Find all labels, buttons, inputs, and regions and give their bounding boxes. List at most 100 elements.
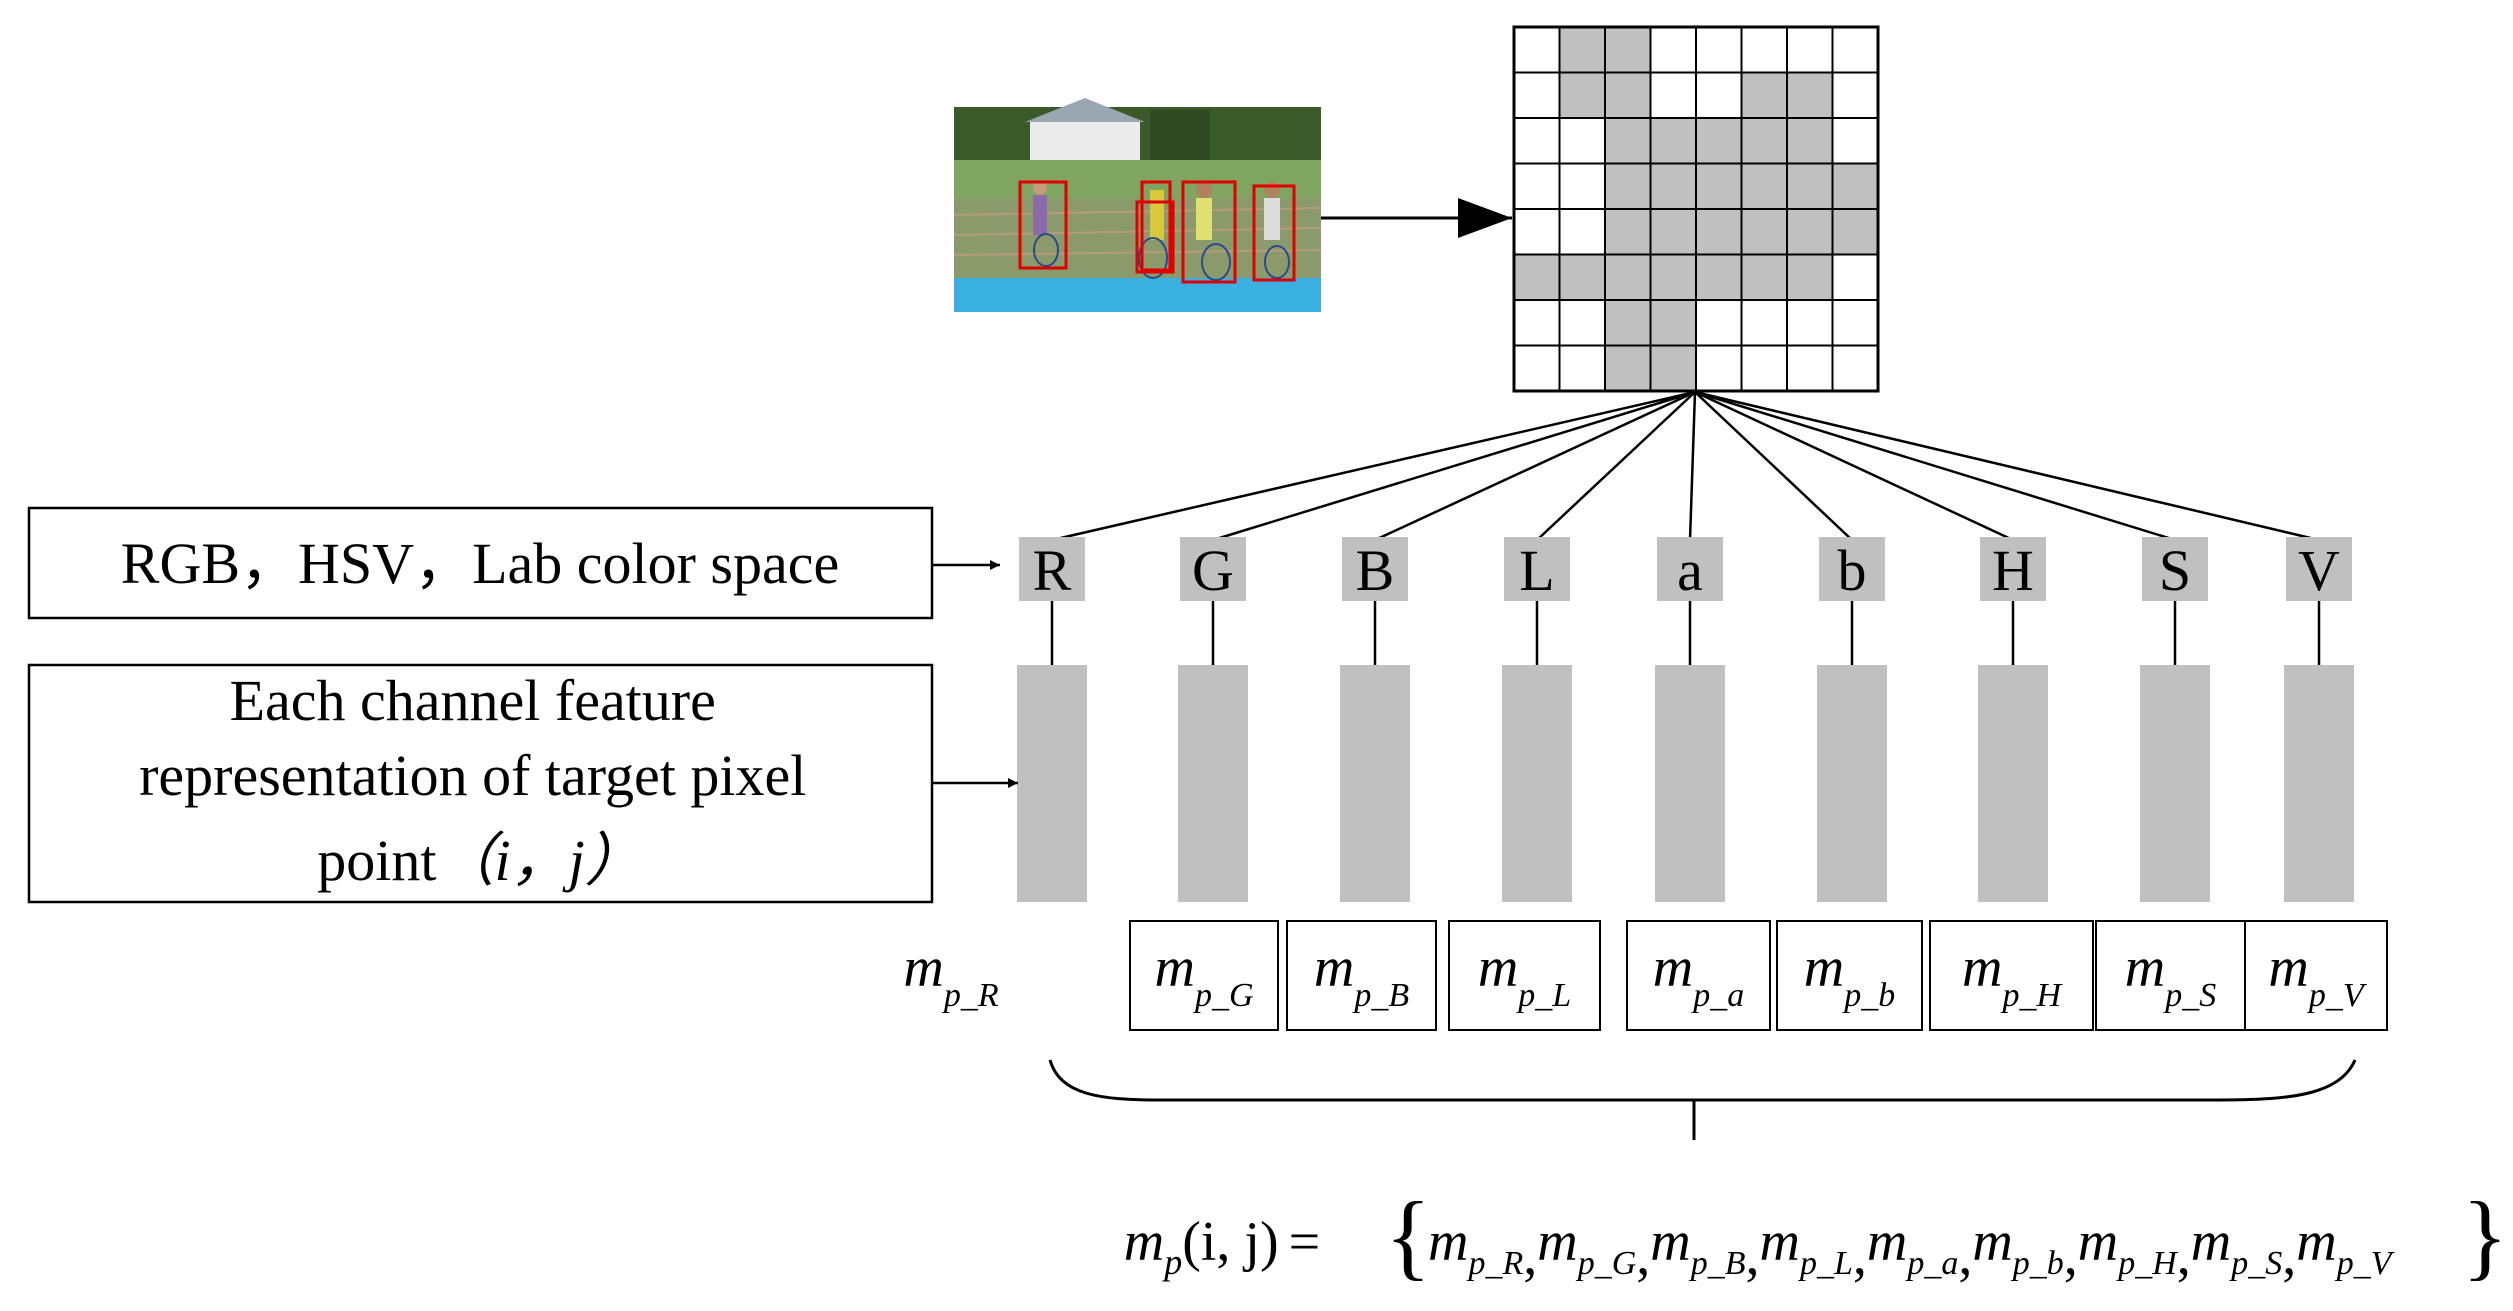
fan-line: [1694, 391, 1853, 541]
pixel-cell: [1558, 162, 1606, 210]
color-space-label-box: RGB，HSV，Lab color space: [27, 506, 934, 620]
feature-label: mp_L: [1478, 937, 1571, 1014]
pixel-cell: [1695, 208, 1743, 256]
feature-bar: [1340, 665, 1410, 902]
channel-box: [1342, 537, 1408, 601]
channel-box: [2286, 537, 2352, 601]
fan-line: [1688, 391, 1697, 541]
formula-lhs-args: (i, j): [1182, 1211, 1278, 1273]
pixel-cell: [1649, 117, 1697, 165]
feature-label: mp_B: [1314, 937, 1409, 1014]
pixel-cell: [1831, 162, 1879, 210]
pixel-cell: [1740, 299, 1788, 347]
pixel-cell: [1786, 299, 1834, 347]
pixel-cell: [1695, 26, 1743, 74]
pixel-cell: [1604, 208, 1652, 256]
channel-letter: V: [2298, 538, 2340, 603]
channel-letter: a: [1677, 538, 1703, 603]
grouping-brace: [1048, 1059, 2357, 1102]
feature-label-text: Each channel feature representation of t…: [139, 668, 821, 893]
feature-bar: [1978, 665, 2048, 902]
pixel-cell: [1513, 344, 1561, 392]
channel-box: [1657, 537, 1723, 601]
pixel-cell: [1740, 344, 1788, 392]
pixel-cell: [1604, 162, 1652, 210]
pixel-cell: [1740, 117, 1788, 165]
feature-bar: [1017, 665, 1087, 902]
feature-label-box: [1129, 920, 1279, 1031]
fan-line: [1212, 390, 1696, 542]
pixel-cell: [1513, 117, 1561, 165]
formula-open-brace: {: [1385, 1182, 1431, 1289]
pixel-cell: [1831, 299, 1879, 347]
pixel-cell: [1649, 71, 1697, 119]
feature-label-box: [1929, 920, 2094, 1031]
pixel-cell: [1786, 162, 1834, 210]
pixel-cell: [1831, 117, 1879, 165]
feature-bar: [2284, 665, 2354, 902]
feature-bar: [1178, 665, 1248, 902]
feature-bar: [2140, 665, 2210, 902]
pixel-cell: [1695, 253, 1743, 301]
formula-rhs: {mp_R,mp_G,mp_B,mp_L,mp_a,mp_b,mp_H,mp_S…: [1385, 1182, 2508, 1289]
channel-letter: R: [1033, 538, 1072, 603]
pixel-cell: [1649, 26, 1697, 74]
feature-label-line3-math: （i，j）: [437, 828, 643, 893]
pixel-cell: [1831, 344, 1879, 392]
pixel-cell: [1740, 253, 1788, 301]
pixel-cell: [1695, 71, 1743, 119]
pixel-cell: [1513, 299, 1561, 347]
pixel-grid: [1512, 25, 1880, 393]
pixel-cell: [1649, 253, 1697, 301]
channel-letter: B: [1356, 538, 1395, 603]
channel-letter: b: [1838, 538, 1867, 603]
pixel-cell: [1831, 253, 1879, 301]
formula-close-brace: }: [2462, 1182, 2508, 1289]
formula-equals: =: [1289, 1211, 1321, 1273]
pixel-cell: [1649, 208, 1697, 256]
pixel-cell: [1558, 26, 1606, 74]
pixel-cell: [1604, 299, 1652, 347]
feature-label-box: Each channel feature representation of t…: [27, 663, 934, 904]
channel-letter: S: [2159, 538, 2191, 603]
feature-label-line2: representation of target pixel: [139, 743, 806, 808]
fan-line: [1694, 390, 2320, 542]
pixel-cell: [1604, 71, 1652, 119]
channel-box: [2142, 537, 2208, 601]
pixel-cell: [1740, 71, 1788, 119]
feature-label-box: [2095, 920, 2246, 1031]
pixel-cell: [1786, 208, 1834, 256]
channel-letter: L: [1519, 538, 1554, 603]
feature-label: mp_S: [2125, 937, 2216, 1014]
pixel-cell: [1604, 117, 1652, 165]
pixel-cell: [1513, 26, 1561, 74]
pixel-cell: [1604, 344, 1652, 392]
feature-label: mp_G: [1154, 937, 1253, 1014]
pixel-cell: [1649, 299, 1697, 347]
pixel-cell: [1513, 253, 1561, 301]
pixel-cell: [1786, 26, 1834, 74]
feature-bar: [1655, 665, 1725, 902]
feature-label-box: [1776, 920, 1923, 1031]
feature-label-box: [1286, 920, 1437, 1031]
feature-label-line3: point（i，j）: [317, 828, 642, 893]
fan-line: [1374, 390, 1696, 542]
pixel-cell: [1740, 208, 1788, 256]
formula-lhs-symbol: m: [1124, 1211, 1164, 1273]
formula-lhs-sub: p: [1161, 1242, 1182, 1282]
pixel-cell: [1831, 26, 1879, 74]
pixel-cell: [1695, 117, 1743, 165]
feature-label: mp_H: [1962, 937, 2063, 1014]
pixel-cell: [1695, 299, 1743, 347]
pixel-cell: [1604, 253, 1652, 301]
pixel-cell: [1558, 71, 1606, 119]
pixel-cell: [1740, 26, 1788, 74]
video-frame-thumbnail: [953, 98, 1322, 312]
pixel-cell: [1786, 344, 1834, 392]
feature-vector-formula: mp(i, j)=: [1124, 1211, 1320, 1282]
feature-label: mp_R: [903, 937, 998, 1014]
channel-columns: Rmp_RGmp_GBmp_BLmp_Lamp_abmp_bHmp_HSmp_S…: [903, 537, 2388, 1031]
channel-box: [1819, 537, 1885, 601]
channel-box: [1980, 537, 2046, 601]
